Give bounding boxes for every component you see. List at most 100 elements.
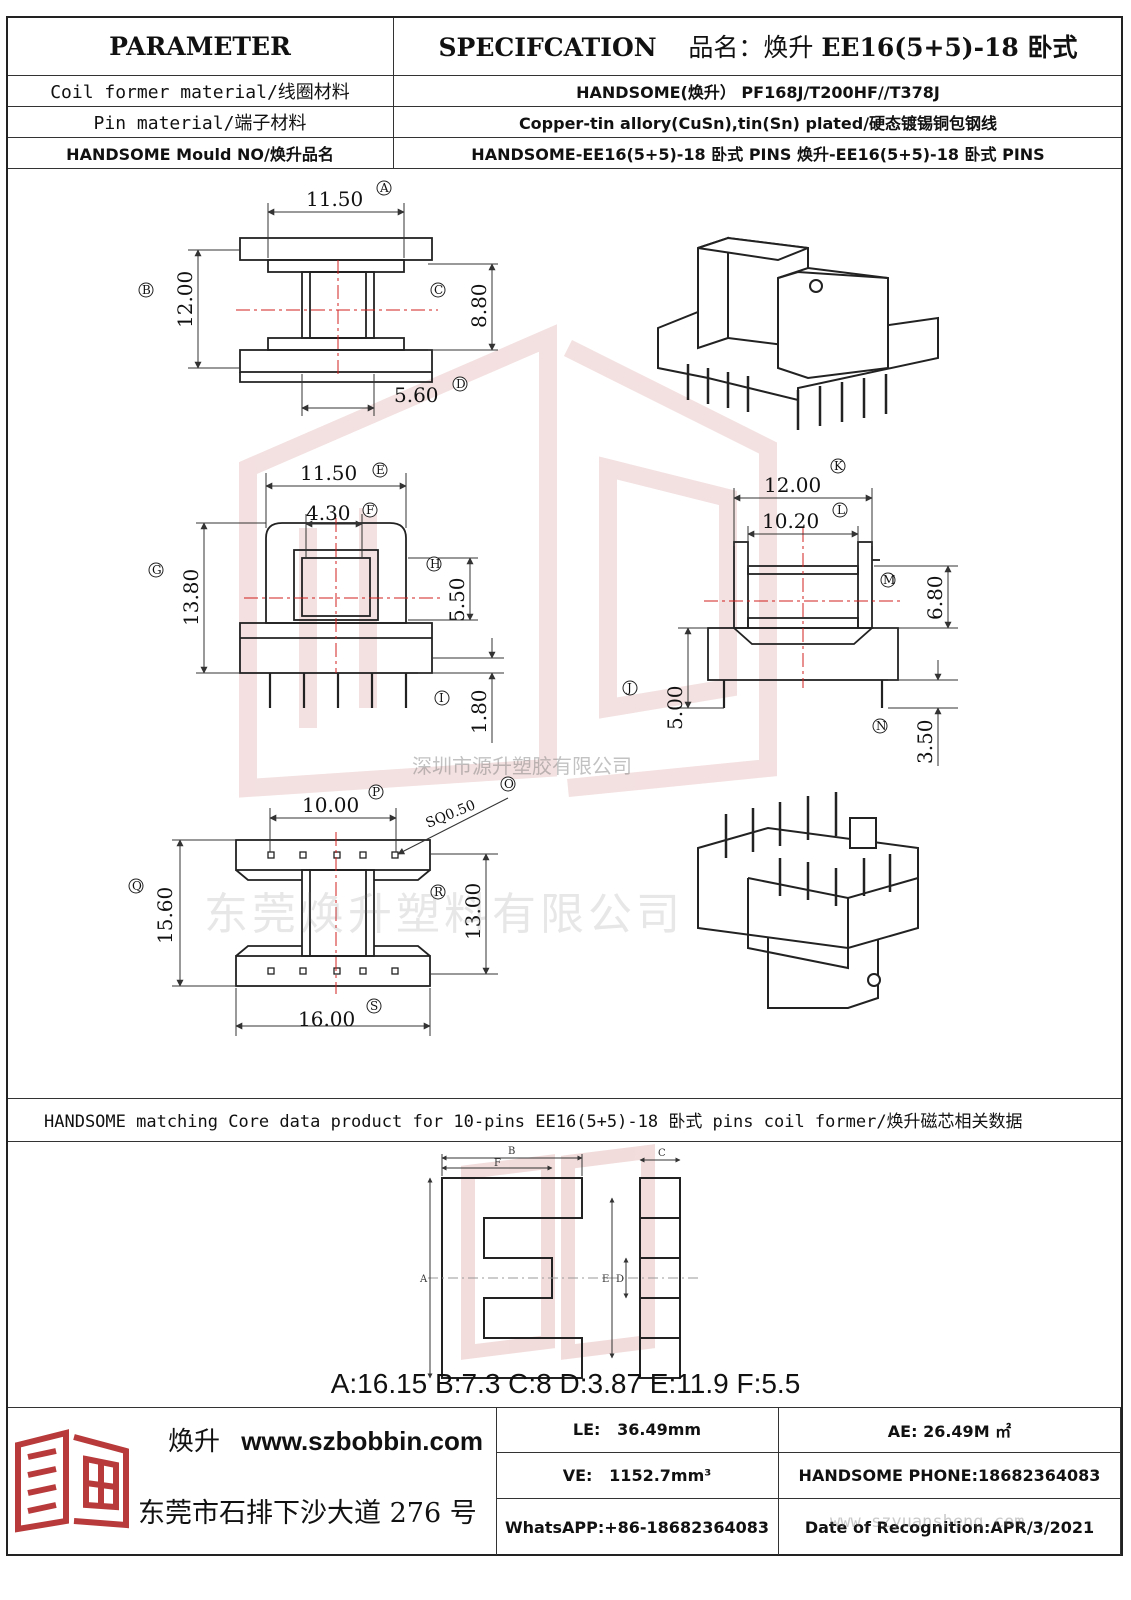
marker-a: A [376,180,392,196]
dim-g-value: 13.80 [179,569,203,626]
marker-k: K [830,458,846,474]
le-value: 36.49mm [617,1420,702,1439]
front-view-dims [196,473,504,743]
address: 东莞市石排下沙大道 276 号 [138,1498,477,1529]
spec-row-mould: HANDSOME Mould NO/焕升品名 HANDSOME-EE16(5+5… [6,137,1123,169]
mould-no-label: HANDSOME Mould NO/焕升品名 [6,137,394,169]
whatsapp-cell: WhatsAPP:+86-18682364083 [496,1499,779,1555]
marker-d: D [452,376,468,392]
brand-name: 焕升 [168,1426,221,1456]
dim-b-value: 12.00 [173,271,197,328]
pin-material-value: Copper-tin allory(CuSn),tin(Sn) plated/硬… [393,106,1123,138]
bottom-view-dims [172,797,509,1036]
side-view-dims [678,488,958,766]
marker-g: G [148,562,164,578]
svg-text:G: G [152,563,162,577]
top-view-dims [188,203,498,416]
footer: 焕升 www.szbobbin.com 东莞市石排下沙大道 276 号 LE: … [8,1407,1121,1555]
svg-text:N: N [876,719,887,733]
side-view [704,528,904,708]
footer-grid: LE: 36.49mm AE: 26.49M ㎡ VE: 1152.7mm³ H… [496,1407,1121,1555]
product-code: EE16(5+5)-18 卧式 [821,33,1078,62]
dim-l-value: 10.20 [762,509,819,533]
dim-d-value: 5.60 [394,383,439,407]
marker-f: F [362,502,378,518]
header-row: PARAMETER SPECIFCATION 品名：焕升 EE16(5+5)-1… [6,16,1123,76]
core-logo-watermark [461,1144,655,1360]
technical-drawing: 11.50 12.00 8.80 5.60 11.50 4.30 13.80 5… [8,168,1121,1099]
dim-e-value: 11.50 [300,461,357,485]
dim-q-value: 15.60 [153,887,177,944]
marker-r: R [430,884,446,900]
marker-l: L [832,502,848,518]
le-cell: LE: 36.49mm [496,1407,779,1453]
dim-o-value: SQ0.50 [424,797,478,831]
front-view [239,518,444,708]
marker-q: Q [128,878,144,894]
svg-text:E: E [376,463,385,477]
svg-text:F: F [366,503,374,517]
dim-letter-markers: A B C D E F G H I J K L M N O P Q R S [128,180,896,1014]
marker-h: H [426,556,442,572]
dim-s-value: 16.00 [298,1007,355,1031]
marker-n: N [872,718,888,734]
core-label-e: E [602,1274,609,1285]
watermark-url: www.szyuansheng.com [830,1512,1025,1532]
svg-text:K: K [834,459,844,473]
svg-text:H: H [430,557,440,571]
dim-n-value: 3.50 [913,719,937,764]
dim-k-value: 12.00 [764,473,821,497]
marker-s: S [366,998,382,1014]
coil-material-value: HANDSOME(焕升） PF168J/T200HF//T378J [393,75,1123,107]
core-label-a: A [419,1274,428,1285]
svg-text:J: J [625,681,632,695]
date-cell: Date of Recognition:APR/3/2021 [779,1499,1121,1555]
dim-j-value: 5.00 [663,685,687,730]
sheet-border [6,16,1123,1556]
svg-text:B: B [142,283,151,297]
spec-table: PARAMETER SPECIFCATION 品名：焕升 EE16(5+5)-1… [6,16,1123,169]
iso-view-2 [697,792,919,1009]
svg-text:M: M [883,573,895,587]
dim-h-value: 5.50 [445,577,469,622]
spec-row-coil: Coil former material/线圈材料 HANDSOME(焕升） P… [6,75,1123,107]
marker-p: P [368,784,384,800]
iso-view-1 [657,236,939,430]
parameter-heading: PARAMETER [6,16,394,76]
spec-row-pin: Pin material/端子材料 Copper-tin allory(CuSn… [6,106,1123,138]
dim-p-value: 10.00 [302,793,359,817]
svg-text:O: O [504,777,514,791]
core-drawing: B F C A E D [8,1142,1121,1408]
svg-text:L: L [837,503,845,517]
brand-logo-icon [15,1429,129,1533]
drawing-svg: 11.50 12.00 8.80 5.60 11.50 4.30 13.80 5… [128,180,958,1036]
e-core-shape [428,1177,698,1379]
core-svg: B F C A E D [419,1144,698,1379]
core-label-b: B [508,1146,515,1157]
le-label: LE: [572,1420,601,1439]
bottom-view [235,832,431,994]
specification-label: SPECIFCATION [438,33,657,62]
dim-m-value: 6.80 [923,575,947,620]
core-label-d: D [616,1274,624,1285]
website-link[interactable]: www.szbobbin.com [241,1426,483,1456]
mould-no-value: HANDSOME-EE16(5+5)-18 卧式 PINS 焕升-EE16(5+… [393,137,1123,169]
dim-a-value: 11.50 [306,187,363,211]
dim-i-value: 1.80 [467,689,491,734]
brand-line: 焕升 www.szbobbin.com [168,1421,483,1458]
watermark-company-large: 东莞焕升塑料有限公司 [204,889,684,940]
coil-material-label: Coil former material/线圈材料 [6,75,394,107]
brand-block: 焕升 www.szbobbin.com 东莞市石排下沙大道 276 号 [8,1407,497,1555]
watermark-company-small: 深圳市源升塑胶有限公司 [412,754,632,778]
top-view [236,237,438,383]
dim-f-value: 4.30 [306,501,351,525]
marker-i: I [434,690,450,706]
svg-text:S: S [370,999,378,1013]
phone-cell: HANDSOME PHONE:18682364083 [779,1453,1121,1499]
marker-m: M [880,572,896,588]
dim-r-value: 13.00 [461,883,485,940]
marker-b: B [138,282,154,298]
core-label-c: C [658,1148,666,1159]
ve-cell: VE: 1152.7mm³ [496,1453,779,1499]
svg-text:C: C [434,283,443,297]
